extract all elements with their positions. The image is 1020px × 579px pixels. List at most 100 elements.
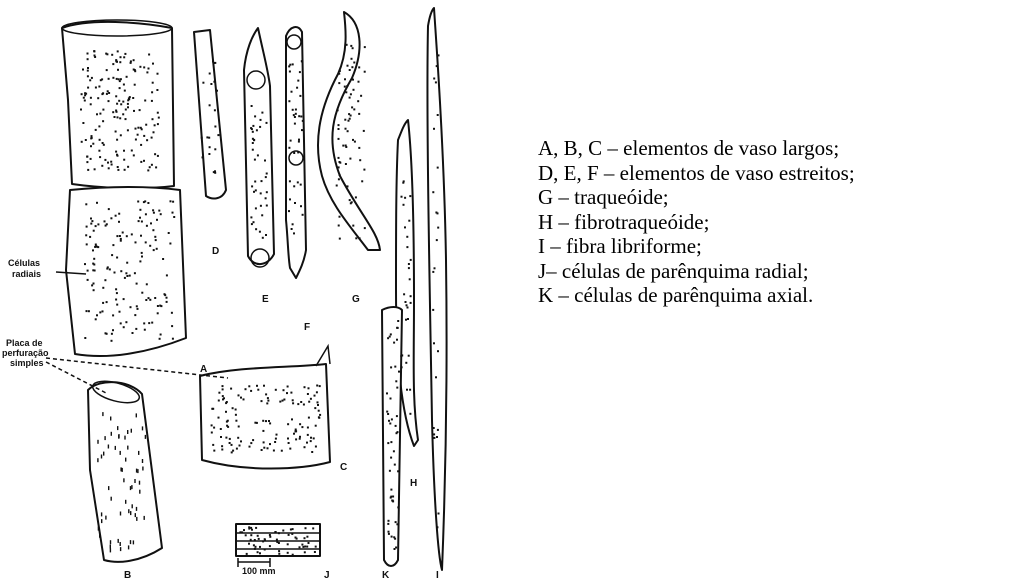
pit-mark	[92, 143, 94, 145]
pit-mark	[134, 314, 136, 316]
pit-mark	[339, 70, 341, 72]
pit-mark	[164, 293, 166, 295]
pit-mark	[256, 385, 258, 387]
pit-mark	[262, 237, 264, 239]
pit-mark	[300, 116, 302, 118]
pit-mark	[248, 543, 250, 545]
pit-mark	[112, 77, 114, 79]
pit-mark	[299, 423, 301, 425]
pit-mark	[95, 87, 97, 89]
figure-legend: A, B, C – elementos de vaso largos; D, E…	[538, 136, 1018, 308]
pit-mark	[84, 337, 86, 339]
pit-mark	[261, 214, 263, 216]
pit-mark	[110, 161, 112, 163]
pit-mark	[139, 209, 141, 211]
pit-mark	[286, 392, 288, 394]
legend-item: J– células de parênquima radial;	[538, 259, 1018, 284]
pit-mark	[397, 431, 399, 433]
pit-mark	[308, 401, 310, 403]
pit-mark	[238, 394, 240, 396]
pit-mark	[133, 59, 135, 61]
pit-mark	[142, 467, 143, 471]
pit-mark	[151, 164, 153, 166]
pit-mark	[433, 437, 435, 439]
pit-mark	[115, 299, 117, 301]
pit-mark	[106, 268, 108, 270]
pit-mark	[166, 297, 168, 299]
pit-mark	[209, 73, 211, 75]
pit-mark	[262, 430, 264, 432]
pit-mark	[434, 267, 436, 269]
pit-mark	[152, 63, 154, 65]
pit-mark	[89, 79, 91, 81]
pit-mark	[264, 549, 266, 551]
pit-mark	[226, 421, 228, 423]
pit-mark	[155, 166, 157, 168]
pit-mark	[122, 113, 124, 115]
pit-mark	[410, 295, 412, 297]
pit-mark	[386, 392, 388, 394]
pit-mark	[236, 448, 238, 450]
pit-mark	[273, 450, 275, 452]
pit-mark	[251, 223, 253, 225]
pit-mark	[120, 322, 122, 324]
pit-mark	[171, 312, 173, 314]
pit-mark	[338, 225, 340, 227]
placa-label-line1: Placa de	[6, 338, 43, 348]
pit-mark	[308, 542, 310, 544]
pit-mark	[99, 139, 101, 141]
pit-mark	[152, 82, 154, 84]
pit-mark	[363, 130, 365, 132]
pit-mark	[115, 288, 117, 290]
pit-mark	[97, 440, 98, 444]
pit-mark	[221, 449, 223, 451]
pit-mark	[115, 60, 117, 62]
libriform-fibre-i	[427, 8, 446, 570]
pit-mark	[149, 299, 151, 301]
pit-mark	[401, 196, 403, 198]
pit-mark	[351, 58, 353, 60]
pit-mark	[160, 334, 162, 336]
pit-mark	[108, 208, 110, 210]
pit-mark	[118, 221, 120, 223]
pit-mark	[159, 305, 161, 307]
pit-mark	[338, 166, 340, 168]
pit-mark	[404, 226, 406, 228]
letter-c: C	[340, 462, 347, 473]
pit-mark	[316, 385, 318, 387]
pit-mark	[97, 458, 98, 462]
pit-mark	[258, 538, 260, 540]
pit-mark	[108, 445, 109, 449]
pit-mark	[82, 69, 84, 71]
pit-mark	[157, 112, 159, 114]
pit-mark	[240, 440, 242, 442]
pit-mark	[123, 159, 125, 161]
pit-mark	[86, 156, 88, 158]
pit-mark	[120, 134, 122, 136]
pit-mark	[211, 424, 213, 426]
pit-mark	[218, 400, 220, 402]
pit-mark	[235, 420, 237, 422]
pit-mark	[401, 366, 403, 368]
pit-mark	[202, 156, 204, 158]
pit-mark	[391, 418, 393, 420]
pit-mark	[344, 86, 346, 88]
letter-f: F	[304, 322, 310, 333]
pit-mark	[353, 62, 355, 64]
pit-mark	[126, 275, 128, 277]
pit-mark	[117, 116, 119, 118]
pit-mark	[141, 256, 143, 258]
pit-mark	[265, 176, 267, 178]
pit-mark	[214, 126, 216, 128]
pit-mark	[141, 252, 143, 254]
pit-mark	[408, 267, 410, 269]
pit-mark	[240, 397, 242, 399]
pit-mark	[435, 81, 437, 83]
pit-mark	[115, 110, 117, 112]
pit-mark	[254, 159, 256, 161]
pit-mark	[436, 65, 438, 67]
pit-mark	[358, 81, 360, 83]
pit-mark	[301, 544, 303, 546]
pit-mark	[94, 55, 96, 57]
pit-mark	[221, 445, 223, 447]
